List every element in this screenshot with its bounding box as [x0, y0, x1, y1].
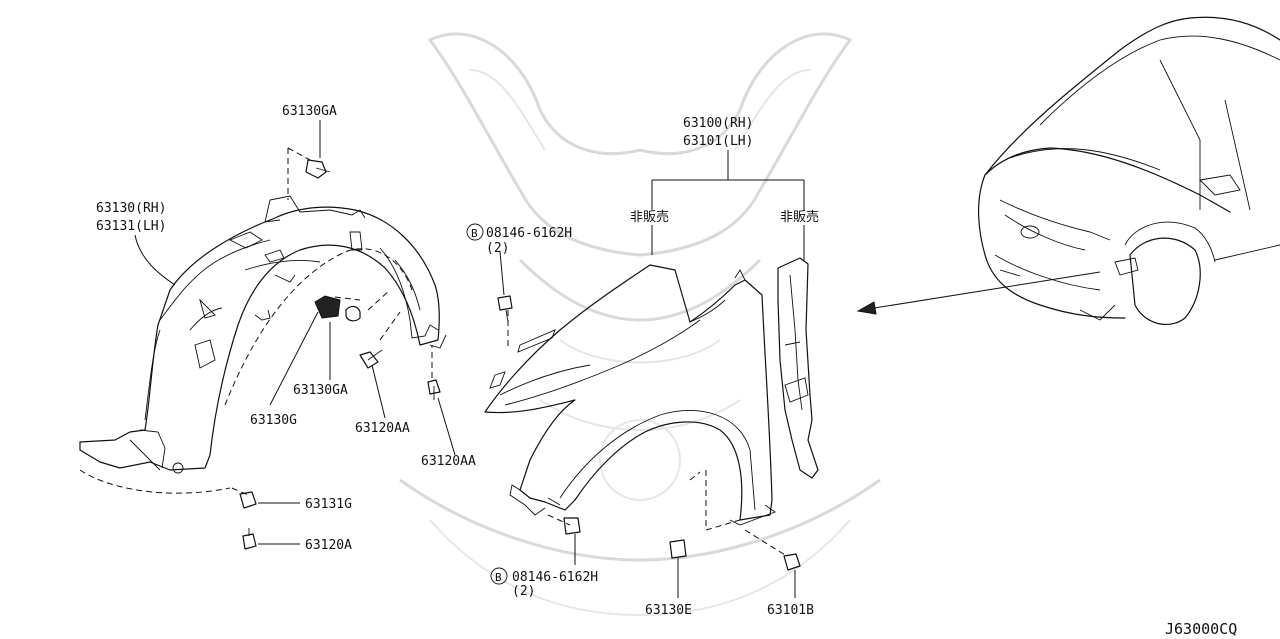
watermark-emblem: [399, 32, 881, 617]
label-63101B: 63101B: [767, 603, 814, 618]
label-63130-rh: 63130(RH): [96, 201, 166, 216]
label-bolt-top-code: 08146-6162H: [486, 226, 572, 241]
clip-63130GA-top: [305, 159, 331, 179]
leader-bolt-top: [499, 251, 505, 296]
leader-63130G: [269, 311, 319, 406]
grommet-63130G: [314, 295, 341, 319]
location-arrow: [856, 271, 1101, 315]
label-not-for-sale-2: 非販売: [780, 209, 819, 225]
label-63100-rh: 63100(RH): [683, 116, 753, 131]
label-63130G: 63130G: [250, 413, 297, 428]
clip-63131G: [239, 491, 257, 509]
bolt-bottom: [563, 517, 581, 535]
clip-63130GA-mid: [345, 305, 361, 322]
label-63130E: 63130E: [645, 603, 692, 618]
fender-dashed-5: [547, 514, 571, 526]
label-63131-lh: 63131(LH): [96, 219, 166, 234]
liner-dashed-inner-arc: [224, 248, 413, 406]
clip-63130E: [669, 539, 687, 559]
fender-seal-part: [777, 257, 819, 479]
screw-63120A: [242, 528, 257, 550]
label-63120A: 63120A: [305, 538, 352, 553]
fender-dashed-2: [689, 471, 701, 481]
bolt-top-label: B 08146-6162H (2): [466, 223, 572, 256]
label-63120AA-2: 63120AA: [421, 454, 476, 469]
label-63101-lh: 63101(LH): [683, 134, 753, 149]
screw-63120AA-2: [427, 379, 441, 400]
label-63131G: 63131G: [305, 497, 352, 512]
bolt-bottom-label: B 08146-6162H (2): [490, 567, 598, 599]
assembly-line-grommet: [334, 289, 391, 311]
liner-dashed-arc: [79, 469, 231, 494]
label-bolt-bottom-code: 08146-6162H: [512, 570, 598, 585]
label-bolt-bottom-qty: (2): [512, 584, 535, 599]
label-bolt-top-qty: (2): [486, 241, 509, 256]
wheel-liner-part: [79, 195, 447, 474]
assembly-line-clip-bottom: [231, 487, 249, 496]
leader-63120AA-2: [437, 397, 456, 456]
fender-dashed-1: [705, 470, 741, 531]
label-63130GA-mid: 63130GA: [293, 383, 348, 398]
label-63130GA-top: 63130GA: [282, 104, 337, 119]
fender-dashed-3: [744, 529, 786, 556]
bolt-symbol-top: B: [471, 227, 478, 240]
bolt-top: [497, 295, 513, 323]
label-diagram-code: J63000CQ: [1165, 620, 1237, 638]
screw-63101B: [783, 553, 801, 571]
leader-63120AA-1: [371, 364, 386, 419]
leader-63130: [134, 234, 176, 286]
leader-fender-bracket: [651, 150, 805, 210]
fender-part: [484, 264, 776, 526]
screw-63120AA-1: [359, 349, 383, 369]
assembly-line-screw: [379, 311, 401, 341]
bolt-symbol-bottom: B: [495, 571, 502, 584]
vehicle-illustration: [978, 16, 1280, 326]
label-not-for-sale-1: 非販売: [630, 209, 669, 225]
label-63120AA-1: 63120AA: [355, 421, 410, 436]
assembly-line-clip-top-2: [287, 147, 311, 161]
